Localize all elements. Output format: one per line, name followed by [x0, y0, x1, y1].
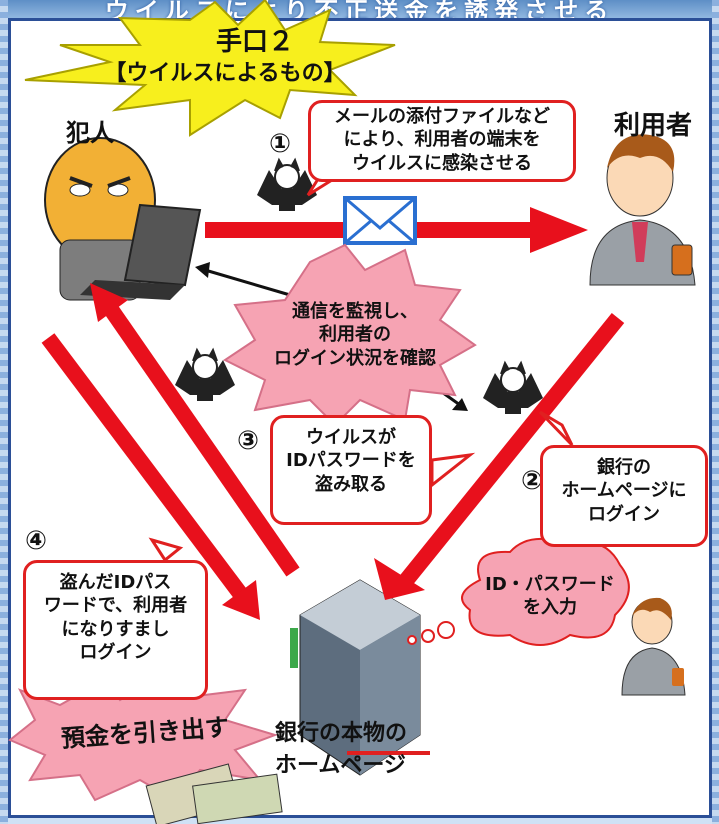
bank-label: 銀行の本物の ホームページ: [275, 718, 445, 782]
step3-bubble: ウイルスが IDパスワードを 盗み取る: [270, 415, 432, 525]
step3-line: IDパスワードを: [286, 450, 416, 472]
method-title-burst: [24, 0, 396, 137]
step2-line: ログイン: [588, 503, 660, 525]
step4-line: ログイン: [79, 642, 152, 664]
user-figure: [589, 134, 696, 286]
step2-line: 銀行の: [597, 457, 651, 478]
step1-line: により、利用者の端末を: [343, 129, 541, 151]
step2-number: ②: [520, 466, 543, 496]
monitor-line: 通信を監視し、: [292, 301, 418, 322]
bank-label-genuine: 本物の: [341, 721, 408, 746]
step3-number: ③: [236, 426, 259, 456]
small-user-figure: [621, 597, 686, 696]
step4-number: ④: [24, 526, 47, 556]
money-stack-icon: [145, 763, 283, 824]
step4-bubble: 盗んだIDパス ワードで、利用者 になりすまし ログイン: [23, 560, 208, 700]
step3-line: ウイルスが: [306, 427, 396, 448]
virus-devil-icon: [175, 347, 235, 401]
step4-line: 盗んだIDパス: [59, 572, 172, 593]
bank-label-line1: 銀行の本物の: [275, 718, 445, 750]
arrow-criminal-to-bank: [41, 333, 260, 620]
method-title: 手口２: [215, 27, 294, 57]
step2-bubble: 銀行の ホームページに ログイン: [540, 445, 708, 547]
black-arrows: [195, 262, 468, 411]
virus-devil-icon: [483, 360, 543, 414]
criminal-label: 犯人: [66, 119, 114, 147]
thought-line: を入力: [523, 597, 577, 619]
step3-line: 盗み取る: [315, 473, 387, 495]
left-border-pattern: [0, 0, 8, 824]
right-border-pattern: [712, 0, 719, 824]
bank-building: [290, 579, 421, 776]
monitor-line: ログイン状況を確認: [274, 347, 436, 369]
step1-bubble: メールの添付ファイルなど により、利用者の端末を ウイルスに感染させる: [308, 100, 576, 182]
step4-line: ワードで、利用者: [43, 595, 188, 617]
step1-number: ①: [268, 129, 291, 159]
monitor-line: 利用者の: [319, 324, 391, 346]
step2-line: ホームページに: [561, 480, 687, 502]
thought-cloud: [407, 537, 630, 646]
envelope-icon: [343, 196, 417, 245]
arrow-bank-to-criminal: [90, 283, 300, 577]
step4-line: になりすまし: [61, 618, 170, 640]
thought-text: ID・パスワード を入力: [475, 573, 625, 620]
arrow-user-to-bank: [374, 312, 625, 600]
step1-line: ウイルスに感染させる: [352, 152, 532, 174]
bank-label-prefix: 銀行の: [275, 721, 342, 746]
monitor-burst-text: 通信を監視し、 利用者の ログイン状況を確認: [250, 300, 460, 370]
virus-devil-icon: [257, 157, 317, 211]
step1-line: メールの添付ファイルなど: [334, 106, 550, 127]
thought-line: ID・パスワード: [485, 574, 615, 595]
user-label: 利用者: [613, 111, 692, 141]
bank-label-line2: ホームページ: [275, 752, 406, 778]
monitor-burst: [223, 243, 477, 427]
criminal-figure: [44, 137, 202, 301]
method-subtitle: 【ウイルスによるもの】: [104, 61, 346, 86]
